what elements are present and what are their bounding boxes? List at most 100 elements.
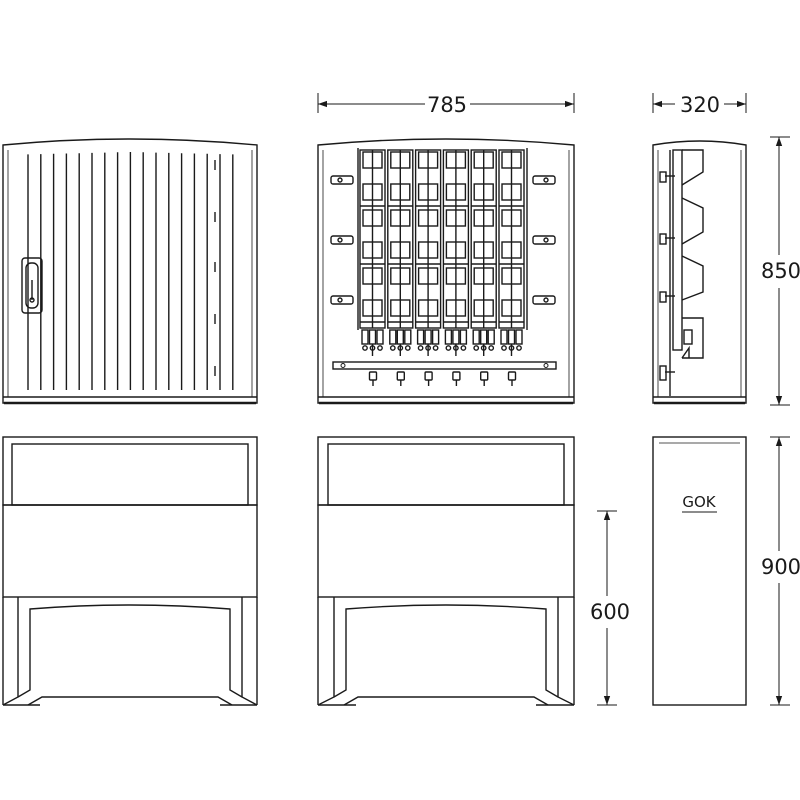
terminal-screw xyxy=(445,345,452,351)
dimension-lines xyxy=(317,93,790,706)
base-side xyxy=(652,436,747,706)
bracket-hole xyxy=(543,297,549,303)
cable-clamp xyxy=(452,371,461,381)
fuse-top-contact xyxy=(417,267,439,285)
terminal xyxy=(389,329,397,345)
busbar xyxy=(332,361,557,370)
cable-clamp xyxy=(396,371,405,381)
terminal xyxy=(507,329,516,345)
fuse-bottom-contact xyxy=(362,241,383,259)
bracket-hole xyxy=(543,237,549,243)
terminal xyxy=(404,329,412,345)
dimension-height-base-front: 600 xyxy=(590,600,630,624)
cable-clamp xyxy=(480,371,489,381)
fuse-bottom-contact xyxy=(445,241,467,259)
fuse-top-contact xyxy=(501,209,522,227)
bracket-right xyxy=(532,235,556,245)
bracket-right xyxy=(532,175,556,185)
fuse-top-contact xyxy=(362,209,383,227)
fuse-bottom-contact xyxy=(501,241,522,259)
fuse-bottom-contact xyxy=(473,183,494,201)
ground-level-label: GOK xyxy=(682,493,716,511)
terminal xyxy=(459,329,468,345)
fuse-top-contact xyxy=(445,267,467,285)
fuse-bottom-contact xyxy=(417,299,439,317)
terminal xyxy=(361,329,369,345)
base-front-2 xyxy=(317,436,575,706)
fuse-bottom-contact xyxy=(445,183,467,201)
bracket-hole xyxy=(337,237,343,243)
fuse-switch-columns xyxy=(359,149,525,356)
fuse-bottom-contact xyxy=(417,183,439,201)
terminal xyxy=(424,329,432,345)
cable-clamp xyxy=(424,371,433,381)
fuse-top-contact xyxy=(362,267,383,285)
cable-clamp xyxy=(368,371,378,381)
fuse-top-contact xyxy=(362,151,383,169)
bracket-hole xyxy=(337,177,343,183)
terminal xyxy=(396,329,404,345)
dimension-width: 785 xyxy=(427,93,467,117)
fuse-bottom-contact xyxy=(473,299,494,317)
fuse-bottom-contact xyxy=(362,183,383,201)
fuse-top-contact xyxy=(473,209,494,227)
fuse-top-contact xyxy=(501,267,522,285)
cable-clamps xyxy=(368,371,517,386)
terminal-screw xyxy=(389,345,396,351)
terminal xyxy=(472,329,480,345)
terminal xyxy=(416,329,425,345)
dimension-depth: 320 xyxy=(680,93,720,117)
bracket-left xyxy=(330,235,354,245)
terminal-screw xyxy=(516,345,522,351)
terminal xyxy=(480,329,488,345)
fuse-bottom-contact xyxy=(473,241,494,259)
fuse-top-contact xyxy=(445,151,467,169)
front-view-closed xyxy=(2,138,258,405)
fuse-top-contact xyxy=(473,267,494,285)
fuse-bottom-contact xyxy=(390,241,411,259)
fuse-top-contact xyxy=(390,151,411,169)
cable-clamp xyxy=(507,371,517,381)
terminal xyxy=(368,329,377,345)
terminal-screw xyxy=(417,345,424,351)
terminal xyxy=(515,329,523,345)
front-view-open xyxy=(317,138,575,405)
terminal-screw xyxy=(473,345,480,351)
fuse-top-contact xyxy=(390,267,411,285)
fuse-bottom-contact xyxy=(501,183,522,201)
fuse-top-contact xyxy=(473,151,494,169)
fuse-top-contact xyxy=(501,151,522,169)
terminal-screw xyxy=(362,345,368,351)
terminal xyxy=(500,329,508,345)
bracket-hole xyxy=(337,297,343,303)
terminal xyxy=(431,329,440,345)
terminal xyxy=(444,329,453,345)
door-handle xyxy=(21,257,43,314)
dimension-height-base: 900 xyxy=(761,555,800,579)
bracket-hole xyxy=(543,177,549,183)
terminal-screw xyxy=(488,345,495,351)
bracket-right xyxy=(532,295,556,305)
terminal-screw xyxy=(460,345,467,351)
base-front-1 xyxy=(2,436,258,706)
fuse-top-contact xyxy=(417,209,439,227)
terminal-screw xyxy=(432,345,439,351)
terminal xyxy=(452,329,460,345)
terminal-screw xyxy=(501,345,507,351)
door-ribs xyxy=(27,152,234,390)
bracket-left xyxy=(330,295,354,305)
side-view xyxy=(652,140,747,405)
terminal xyxy=(487,329,495,345)
fuse-top-contact xyxy=(390,209,411,227)
fuse-bottom-contact xyxy=(362,299,383,317)
fuse-bottom-contact xyxy=(390,183,411,201)
fuse-bottom-contact xyxy=(501,299,522,317)
bracket-left xyxy=(330,175,354,185)
fuse-bottom-contact xyxy=(445,299,467,317)
fuse-bottom-contact xyxy=(417,241,439,259)
fuse-bottom-contact xyxy=(390,299,411,317)
fuse-top-contact xyxy=(445,209,467,227)
dimension-height-top: 850 xyxy=(761,259,800,283)
terminal xyxy=(376,329,384,345)
